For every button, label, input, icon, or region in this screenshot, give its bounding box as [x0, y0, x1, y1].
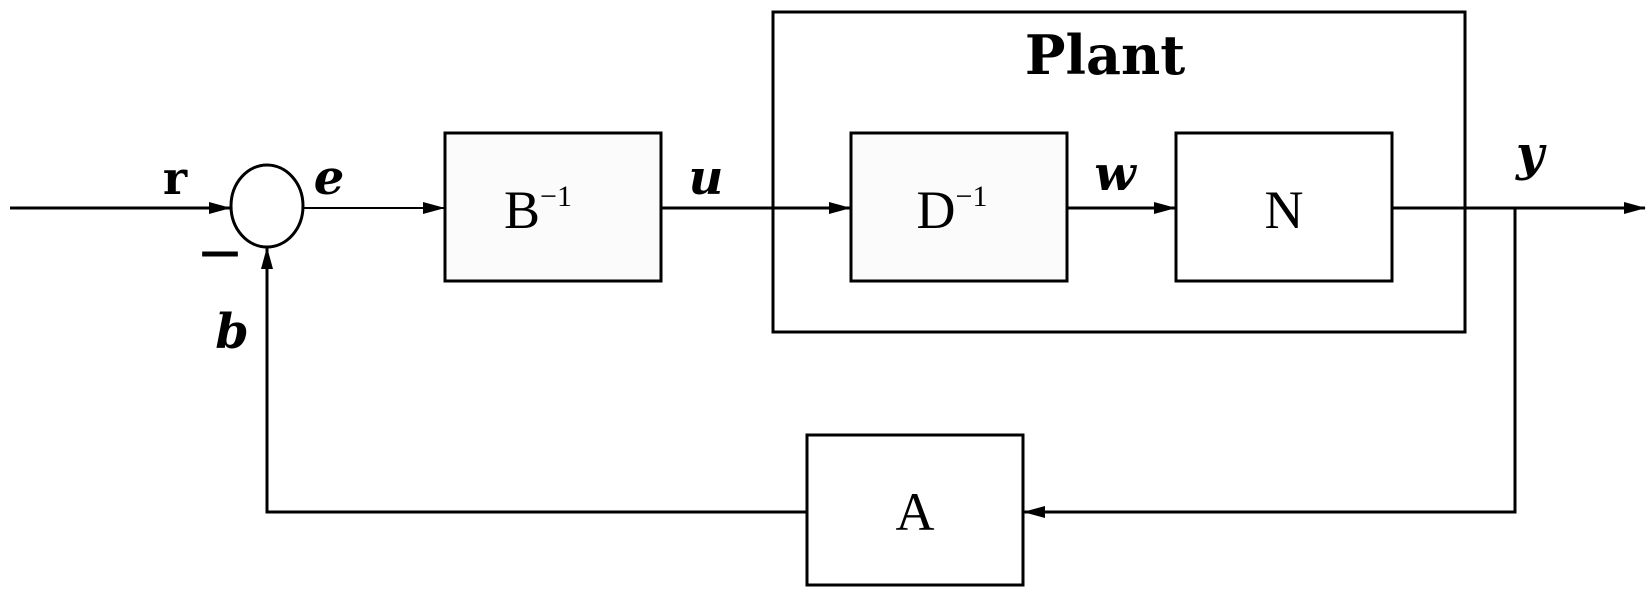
summing-junction — [229, 163, 305, 249]
block-a-label: A — [896, 482, 935, 542]
signal-label-e: e — [314, 150, 345, 206]
signal-label-u: u — [689, 150, 724, 206]
signal-label-w: w — [1094, 146, 1137, 202]
block-b-inverse-label: B−1 — [504, 180, 572, 240]
block-b-inverse — [443, 131, 663, 283]
block-n-label: N — [1265, 180, 1304, 240]
sum-minus-sign: — — [200, 229, 240, 275]
block-b-inverse-base: B — [504, 180, 540, 240]
signal-label-b: b — [215, 304, 249, 360]
signal-label-y: y — [1515, 126, 1547, 182]
block-a — [805, 433, 1025, 587]
block-d-inverse — [849, 131, 1069, 283]
feedback-line-b — [261, 247, 807, 514]
block-n — [1174, 131, 1394, 283]
block-d-inverse-label: D−1 — [917, 180, 988, 240]
block-b-inverse-sup: −1 — [540, 180, 572, 213]
plant-title: Plant — [1025, 23, 1185, 87]
feedback-line-to-a — [1023, 208, 1517, 518]
block-d-inverse-base: D — [917, 180, 956, 240]
block-d-inverse-sup: −1 — [956, 180, 988, 213]
signal-label-r: r — [163, 151, 188, 205]
plant-container — [771, 10, 1467, 334]
